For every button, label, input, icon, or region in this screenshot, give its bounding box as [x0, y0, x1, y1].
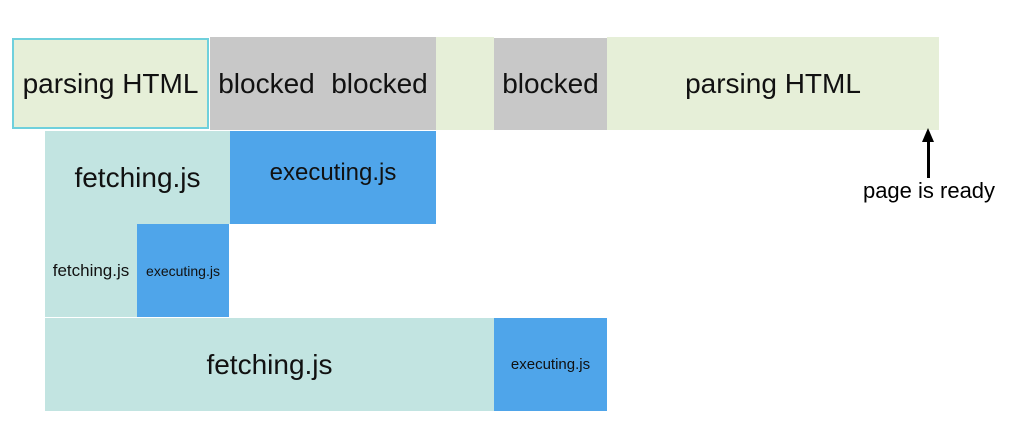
- fetching-js-segment-3: fetching.js: [45, 318, 494, 411]
- blocked-label-2: blocked: [331, 67, 428, 99]
- executing-js-label-2: executing.js: [146, 262, 220, 279]
- fetching-js-label-1: fetching.js: [74, 161, 201, 193]
- parsing-html-start-segment: parsing HTML: [12, 38, 209, 129]
- fetching-js-label-2: fetching.js: [52, 260, 130, 280]
- executing-js-label-1: executing.js: [269, 159, 397, 186]
- fetching-js-segment-2: fetching.js: [45, 224, 137, 317]
- parsing-html-gap-segment: [436, 37, 494, 130]
- blocked-segment-3: blocked: [494, 38, 607, 130]
- blocked-label-3: blocked: [502, 68, 599, 99]
- blocked-segment-2: blocked: [323, 37, 436, 130]
- executing-js-segment-2: executing.js: [137, 224, 229, 317]
- up-arrow-icon: [922, 128, 934, 142]
- fetching-js-label-3: fetching.js: [206, 348, 333, 380]
- blocked-segment-1: blocked: [210, 37, 323, 130]
- executing-js-label-3: executing.js: [510, 356, 591, 373]
- parsing-html-end-segment: parsing HTML: [607, 37, 939, 130]
- parsing-html-start-label: parsing HTML: [22, 67, 199, 99]
- executing-js-segment-3: executing.js: [494, 318, 607, 411]
- fetching-js-segment-1: fetching.js: [45, 131, 230, 224]
- parsing-html-end-label: parsing HTML: [685, 67, 861, 99]
- blocked-label-1: blocked: [218, 67, 315, 99]
- up-arrow-shaft: [927, 140, 930, 178]
- page-ready-label: page is ready: [862, 178, 996, 203]
- executing-js-segment-1: executing.js: [230, 131, 436, 224]
